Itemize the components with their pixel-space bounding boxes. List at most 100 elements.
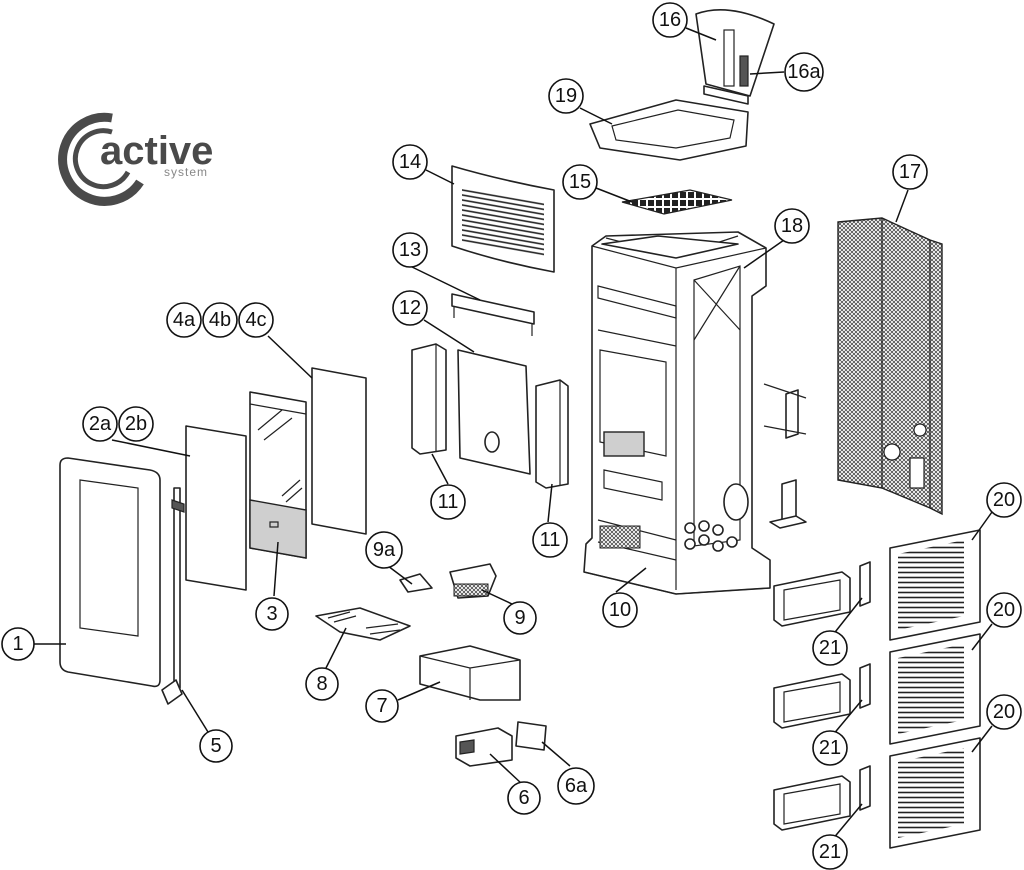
callout-label: 21 — [819, 737, 841, 759]
callout-4a: 4a — [166, 302, 202, 338]
callout-14: 14 — [392, 144, 428, 180]
callout-label: 6 — [518, 787, 529, 809]
part-side-brick-left — [411, 343, 447, 455]
callout-12: 12 — [392, 290, 428, 326]
callout-11-left: 11 — [430, 484, 466, 520]
callout-label: 16 — [659, 9, 681, 31]
callout-label: 12 — [399, 297, 421, 319]
part-top-cover — [695, 9, 775, 105]
callout-label: 7 — [376, 695, 387, 717]
leader-lines — [34, 27, 993, 841]
callout-19: 19 — [548, 78, 584, 114]
callout-label: 1 — [12, 633, 23, 655]
logo-swoosh-icon — [58, 112, 144, 206]
callout-label: 14 — [399, 151, 421, 173]
callout-label: 10 — [609, 599, 631, 621]
callout-label: 20 — [993, 701, 1015, 723]
callout-2a: 2a — [82, 406, 118, 442]
callout-label: 11 — [540, 529, 561, 551]
callout-label: 20 — [993, 599, 1015, 621]
callout-label: 19 — [555, 85, 577, 107]
callout-label: 17 — [899, 161, 921, 183]
callout-label: 21 — [819, 637, 841, 659]
part-burn-pot — [449, 563, 497, 599]
part-scoop — [399, 573, 433, 593]
brand-logo: active system — [58, 112, 213, 206]
callout-label: 4c — [245, 309, 266, 331]
callout-15: 15 — [562, 164, 598, 200]
part-bracket — [763, 383, 807, 439]
part-hinge-rod — [161, 487, 185, 705]
part-back-brick — [457, 349, 531, 475]
callout-1: 1 — [1, 627, 35, 661]
part-top-grille — [451, 165, 555, 273]
part-top-mesh — [621, 189, 733, 215]
callout-21-bottom: 21 — [812, 834, 848, 870]
part-front-panel — [59, 457, 161, 688]
callout-4c: 4c — [238, 302, 274, 338]
callout-10: 10 — [602, 592, 638, 628]
part-burner-grate — [315, 607, 411, 641]
callout-16a: 16a — [784, 52, 824, 92]
logo-swoosh-inner-icon — [72, 128, 131, 190]
part-frame-3 — [773, 765, 871, 831]
callout-label: 9a — [373, 539, 396, 561]
callout-20-top: 20 — [986, 482, 1022, 518]
callout-9a: 9a — [365, 531, 403, 569]
callout-7: 7 — [365, 689, 399, 723]
callout-17: 17 — [892, 154, 928, 190]
part-drawer — [455, 721, 547, 767]
callout-label: 13 — [399, 239, 421, 261]
part-side-louvre-2 — [889, 633, 981, 745]
callout-label: 6a — [565, 775, 588, 797]
callout-label: 8 — [316, 673, 327, 695]
part-rear-panel — [837, 217, 943, 516]
callout-label: 5 — [210, 735, 221, 757]
part-side-glass — [311, 367, 367, 535]
callout-label: 3 — [266, 603, 277, 625]
logo-name: active — [100, 129, 213, 173]
callout-16: 16 — [652, 2, 688, 38]
callout-label: 20 — [993, 489, 1015, 511]
part-switch-plate — [769, 479, 807, 529]
callout-21-middle: 21 — [812, 730, 848, 766]
callout-label: 21 — [819, 841, 841, 863]
callout-4b: 4b — [202, 302, 238, 338]
callout-label: 4b — [209, 309, 231, 331]
callout-13: 13 — [392, 232, 428, 268]
callout-label: 2b — [125, 413, 147, 435]
vent-holes — [684, 520, 738, 552]
callout-21-top: 21 — [812, 630, 848, 666]
callout-3: 3 — [255, 597, 289, 631]
part-frame-1 — [773, 561, 871, 627]
callout-8: 8 — [305, 667, 339, 701]
part-panel-2 — [185, 425, 247, 591]
callout-6a: 6a — [557, 767, 595, 805]
callout-label: 16a — [787, 61, 821, 83]
callout-20-middle: 20 — [986, 592, 1022, 628]
part-side-brick-right — [535, 379, 569, 489]
callout-5: 5 — [199, 729, 233, 763]
part-side-louvre-1 — [889, 529, 981, 641]
callout-18: 18 — [774, 208, 810, 244]
part-side-louvre-3 — [889, 737, 981, 849]
part-door-glass — [249, 391, 307, 559]
callout-label: 11 — [438, 491, 459, 513]
callout-label: 15 — [569, 171, 591, 193]
part-stove-body — [583, 231, 771, 595]
callout-label: 2a — [89, 413, 112, 435]
callout-6: 6 — [507, 781, 541, 815]
part-frame-2 — [773, 663, 871, 729]
part-ash-tray — [419, 645, 521, 701]
part-top-frame — [589, 99, 749, 161]
callout-11-right: 11 — [532, 522, 568, 558]
callout-20-bottom: 20 — [986, 694, 1022, 730]
callout-label: 4a — [173, 309, 196, 331]
callout-label: 9 — [514, 607, 525, 629]
logo-tagline: system — [164, 165, 208, 179]
callout-label: 18 — [781, 215, 803, 237]
callout-2b: 2b — [118, 406, 154, 442]
part-deflector — [451, 293, 535, 336]
callout-9: 9 — [503, 601, 537, 635]
